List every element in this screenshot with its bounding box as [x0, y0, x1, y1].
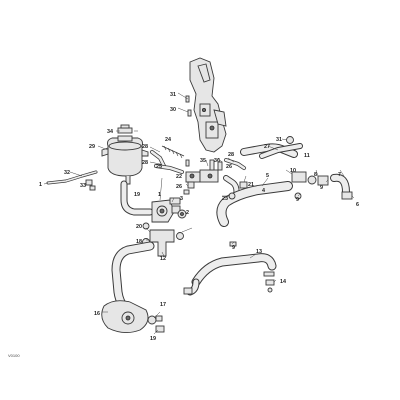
- mounting-bracket: [189, 57, 227, 153]
- callout-13: 13: [256, 249, 262, 255]
- callout-31-top: 31: [170, 92, 176, 98]
- callout-18: 18: [136, 239, 142, 245]
- callout-1: 1: [158, 192, 161, 198]
- callout-9-lower: 9: [296, 197, 299, 203]
- callout-10: 10: [290, 168, 296, 174]
- callout-34: 34: [107, 129, 113, 135]
- callout-11: 11: [304, 153, 310, 159]
- clamp-21: [239, 181, 248, 189]
- screw-22-upper: [185, 159, 190, 167]
- fastener-9: [229, 241, 237, 247]
- callout-5: 5: [266, 173, 269, 179]
- thermostat-housing: [151, 199, 181, 223]
- bracket-bolt: [185, 95, 192, 117]
- clamp-31: [286, 136, 294, 144]
- callout-21: 21: [248, 182, 254, 188]
- callout-6: 6: [356, 202, 359, 208]
- callout-24: 24: [165, 137, 171, 143]
- callout-30: 30: [170, 107, 176, 113]
- callout-23: 23: [222, 196, 228, 202]
- reservoir-cap: [117, 124, 133, 134]
- coolant-reservoir: [107, 135, 143, 185]
- callout-25: 25: [156, 164, 162, 170]
- callout-27: 27: [264, 144, 270, 150]
- callout-14: 14: [280, 279, 286, 285]
- right-fittings: [291, 171, 353, 200]
- reservoir-strap: [101, 147, 149, 157]
- callout-16: 16: [94, 311, 100, 317]
- callout-28-a: 28: [142, 144, 148, 150]
- callout-28-b: 28: [142, 160, 148, 166]
- callout-9-upper: 9: [320, 185, 323, 191]
- callout-12: 12: [160, 256, 166, 262]
- callout-9-mid: 9: [232, 245, 235, 251]
- drawing-code: V0100: [8, 353, 20, 358]
- fitting-19: [155, 325, 165, 333]
- thermostat-fittings: [169, 197, 187, 219]
- sensor-fitting-cluster: [185, 159, 223, 189]
- callout-31-right: 31: [276, 137, 282, 143]
- callout-7: 7: [338, 172, 341, 178]
- callout-35: 35: [200, 158, 206, 164]
- callout-8: 8: [314, 172, 317, 178]
- clamp-lower-hose: [183, 287, 193, 295]
- breather-fitting: [85, 179, 96, 191]
- callout-19-top: 19: [134, 192, 140, 198]
- tee-fitting: [142, 222, 184, 257]
- water-pump-housing: [101, 300, 149, 333]
- callout-19-bottom: 19: [150, 336, 156, 342]
- callout-28-c: 28: [228, 152, 234, 158]
- callout-22: 22: [176, 174, 182, 180]
- spring-clamp-24: [161, 145, 185, 159]
- callout-33: 33: [80, 183, 86, 189]
- callout-17: 17: [160, 302, 166, 308]
- fastener-14: [263, 271, 275, 293]
- callout-26-a: 26: [226, 164, 232, 170]
- callout-29: 29: [89, 144, 95, 150]
- leader-lines: [43, 92, 355, 335]
- callout-2: 2: [186, 210, 189, 216]
- callout-20: 20: [136, 224, 142, 230]
- callout-32: 32: [64, 170, 70, 176]
- callout-36: 36: [214, 158, 220, 164]
- callout-4: 4: [262, 188, 265, 194]
- callout-1-left: 1: [39, 182, 42, 188]
- callout-3: 3: [180, 196, 183, 202]
- callout-labels: 32 1 33 29 34 28 28 24 31 30 25 35 36 28…: [39, 92, 359, 342]
- screw-26: [183, 189, 190, 195]
- callout-26-b: 26: [176, 184, 182, 190]
